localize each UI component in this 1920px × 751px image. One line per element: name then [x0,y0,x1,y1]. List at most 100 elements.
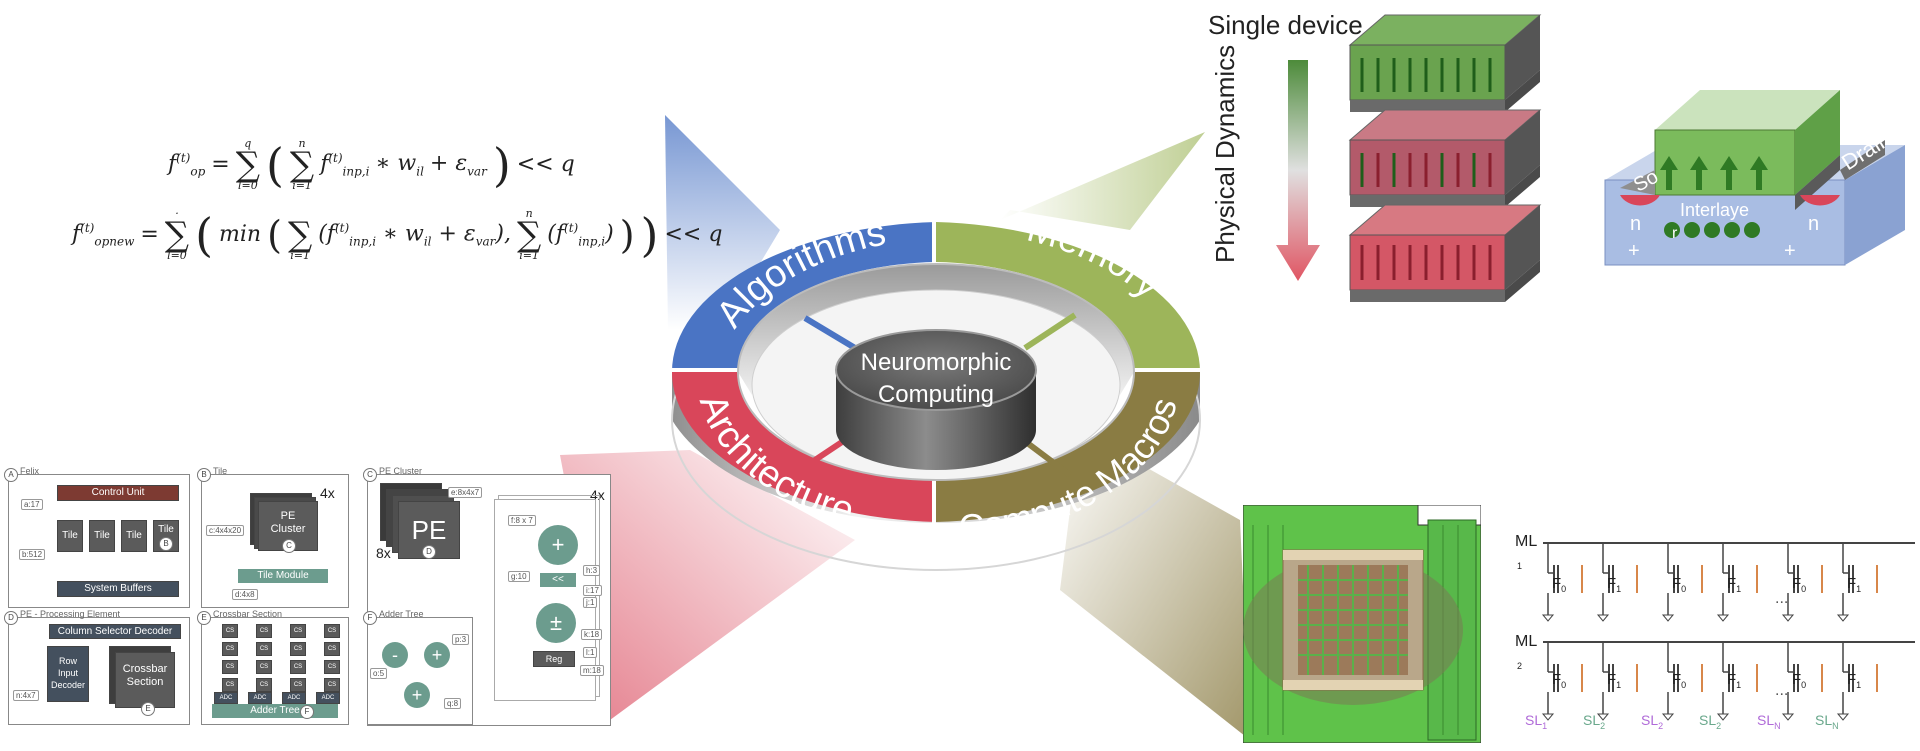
ml2-index: 2 [1517,661,1523,671]
cs-cell: CS [222,642,238,656]
panel-f-title: Adder Tree [379,609,424,619]
panel-d-title: PE - Processing Element [20,609,121,619]
adc-box: ADC [282,692,306,704]
column-selector-decoder: Column Selector Decoder [49,624,181,639]
source-line-label: SL2 [1699,712,1722,731]
row-input-decoder: Row Input Decoder [47,646,89,702]
circuit-cell-part [1596,614,1610,622]
panel-d-letter: D [4,611,18,625]
fefet-r-label: r [1672,225,1678,242]
cs-cell: CS [256,642,272,656]
accumulator-circle: ± [536,603,576,643]
tile-module-box: Tile Module [238,569,328,583]
device-layer-stack [1348,14,1542,302]
cs-cell: CS [222,678,238,692]
dim-k: k:18 [581,629,603,640]
circuit-cell-part [1541,713,1555,721]
cs-cell: CS [290,660,306,674]
circuit-cell-part [1661,713,1675,721]
fefet-cell-label: F0 [1552,575,1567,594]
register-box: Reg [533,651,575,667]
fefet-cell-label: F0 [1552,671,1567,690]
circuit-cell-part [1716,713,1730,721]
cs-cell: CS [256,624,272,638]
cs-cell: CS [256,660,272,674]
core-title-line2: Computing [878,381,994,408]
shift-box: << [540,573,576,587]
circuit-cell-part [1596,713,1610,721]
panel-a-letter: A [4,468,18,482]
cs-cell: CS [290,678,306,692]
dim-g: g:10 [508,571,530,582]
physical-dynamics-arrow [1276,60,1320,281]
crossbar-circuit [1541,542,1915,721]
circuit-cell-part [1541,614,1555,622]
tile-box-2: Tile [89,520,115,552]
panel-c-title: PE Cluster [379,466,423,476]
dim-e: e:8x4x7 [448,487,483,498]
physical-dynamics-label: Physical Dynamics [1210,44,1240,263]
panel-a-felix: Control Unit Tile Tile Tile Tile B Syste… [8,474,190,608]
core-title-line1: Neuromorphic [861,349,1012,376]
architecture-segment [671,372,936,522]
cs-cell: CS [222,624,238,638]
cs-cell: CS [290,642,306,656]
equation-1: f(t)op = q∑l=0 ( n∑i=1 f(t)inp,i ∗ wil +… [168,137,575,193]
fefet-cell-label: F1 [1727,575,1742,594]
source-line-label: SL1 [1525,712,1548,731]
panel-e-title: Crossbar Section [213,609,283,619]
fefet-plus-right: + [1784,240,1796,262]
architecture-ray [560,450,855,720]
panel-f-adder-tree: - + + o:5 p:3 q:8 [367,617,473,725]
adc-box: ADC [316,692,340,704]
dim-f: f:8 x 7 [508,515,536,526]
system-buffers-box: System Buffers [57,581,179,597]
source-line-label: SL2 [1641,712,1664,731]
adder-tree-plus-1: + [424,642,450,668]
cs-cell: CS [324,642,340,656]
fefet-cell-label: F0 [1672,671,1687,690]
dim-n: n:4x7 [13,690,39,701]
dim-i: i:17 [583,585,602,596]
dim-j: j:1 [583,597,598,608]
tag-e: E [141,702,155,716]
core-cylinder-top [835,329,1037,411]
adder-tree-plus-2: + [404,682,430,708]
chip-layout-image [1243,505,1481,743]
cs-cell: CS [222,660,238,674]
circuit-dots-row1: ... [1775,590,1789,607]
fefet-cell-label: F1 [1847,575,1862,594]
tag-c: C [282,539,296,553]
cs-cell: CS [324,624,340,638]
circuit-cell-part [1661,614,1675,622]
fefet-cell-label: F1 [1607,575,1622,594]
dim-l: l:1 [583,647,598,658]
fefet-cell-label: F0 [1792,671,1807,690]
panel-d-pe: Column Selector Decoder Row Input Decode… [8,617,190,725]
pe-mult-left: 8x [376,545,391,561]
tile-box-1: Tile [57,520,83,552]
tile-mult: 4x [320,485,335,501]
cs-cell: CS [290,624,306,638]
fefet-cell-label: F1 [1727,671,1742,690]
memory-spoke [1023,312,1077,351]
dim-q: q:8 [444,698,462,709]
circuit-cell-part [1781,614,1795,622]
compute-macros-ray [1060,430,1250,740]
adder-circle: + [538,525,578,565]
circuit-cell-part [1836,614,1850,622]
ml1-label: ML [1515,533,1538,550]
panel-a-title: Felix [20,466,40,476]
eq1-lhs: f(t)op [168,150,206,179]
memory-segment [936,222,1201,372]
panel-b-tile: PE Cluster C 4x Tile Module c:4x4x20 d:4… [201,474,349,608]
circuit-cell-part [1836,713,1850,721]
source-line-label: SL2 [1583,712,1606,731]
algorithms-spoke [803,315,857,351]
ring-inner-wall [738,264,1134,395]
dim-h: h:3 [583,565,601,576]
algorithms-segment [671,222,936,372]
fefet-cell-label: F1 [1847,671,1862,690]
